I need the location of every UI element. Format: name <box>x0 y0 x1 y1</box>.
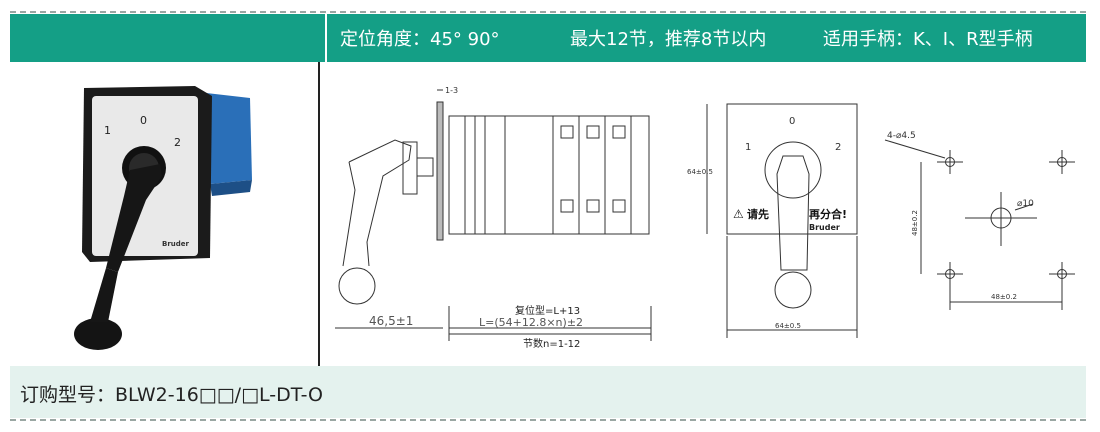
side-sections: 节数n=1-12 <box>523 337 580 350</box>
photo-dial-0: 0 <box>140 114 147 127</box>
mount-center-label: ⌀10 <box>1017 199 1034 209</box>
spec-header: 定位角度：45° 90° 最大12节，推荐8节以内 适用手柄：K、I、R型手柄 <box>10 14 1086 62</box>
order-code: 订购型号：BLW2-16□□/□L-DT-O <box>20 384 323 406</box>
front-dial-0: 0 <box>789 116 795 127</box>
spec-handles: 适用手柄：K、I、R型手柄 <box>823 29 1033 50</box>
order-footer: 订购型号：BLW2-16□□/□L-DT-O <box>10 366 1086 418</box>
front-view-knob <box>764 141 822 199</box>
front-height-label: 64±0.5 <box>687 168 713 176</box>
side-reset-type: 复位型=L+13 <box>515 304 580 317</box>
mount-holes-label: 4-⌀4.5 <box>887 131 916 141</box>
handle-ball <box>74 318 122 350</box>
mount-horizontal-label: 48±0.2 <box>991 293 1017 301</box>
photo-brand: Bruder <box>162 240 190 248</box>
side-view-panel <box>436 101 444 241</box>
column-divider <box>318 62 320 366</box>
side-length-formula: L=(54+12.8×n)±2 <box>479 316 583 329</box>
header-separator <box>325 14 327 62</box>
product-photo: 1 0 2 Bruder <box>74 86 252 350</box>
front-dial-2: 2 <box>835 142 841 153</box>
side-view-body <box>448 115 650 235</box>
side-gap-label: 1-3 <box>445 86 458 95</box>
front-view-face <box>726 103 858 235</box>
photo-dial-1: 1 <box>104 124 111 137</box>
side-view-handle <box>348 139 412 267</box>
bottom-dashed-border <box>10 419 1086 421</box>
top-dashed-border <box>10 11 1086 13</box>
front-brand: Bruder <box>809 223 840 232</box>
technical-drawing: 1-3 46,5±1 复位型=L+13 L=(54+12.8×n)±2 节数n=… <box>335 86 1075 350</box>
photo-dial-2: 2 <box>174 136 181 149</box>
front-view-handle <box>776 155 810 271</box>
mount-vertical-label: 48±0.2 <box>911 210 919 236</box>
spec-sections: 最大12节，推荐8节以内 <box>570 29 767 50</box>
side-handle-offset: 46,5±1 <box>369 314 413 328</box>
front-warning-text: 请先 <box>747 207 769 221</box>
header-blank-cell <box>10 14 320 62</box>
spec-angle: 定位角度：45° 90° <box>340 29 500 50</box>
front-dial-1: 1 <box>745 142 751 153</box>
front-width-label: 64±0.5 <box>775 322 801 330</box>
front-warning-tail: 再分合! <box>809 207 847 221</box>
switch-handle <box>106 164 162 272</box>
warning-triangle-icon: ⚠ <box>733 207 744 221</box>
